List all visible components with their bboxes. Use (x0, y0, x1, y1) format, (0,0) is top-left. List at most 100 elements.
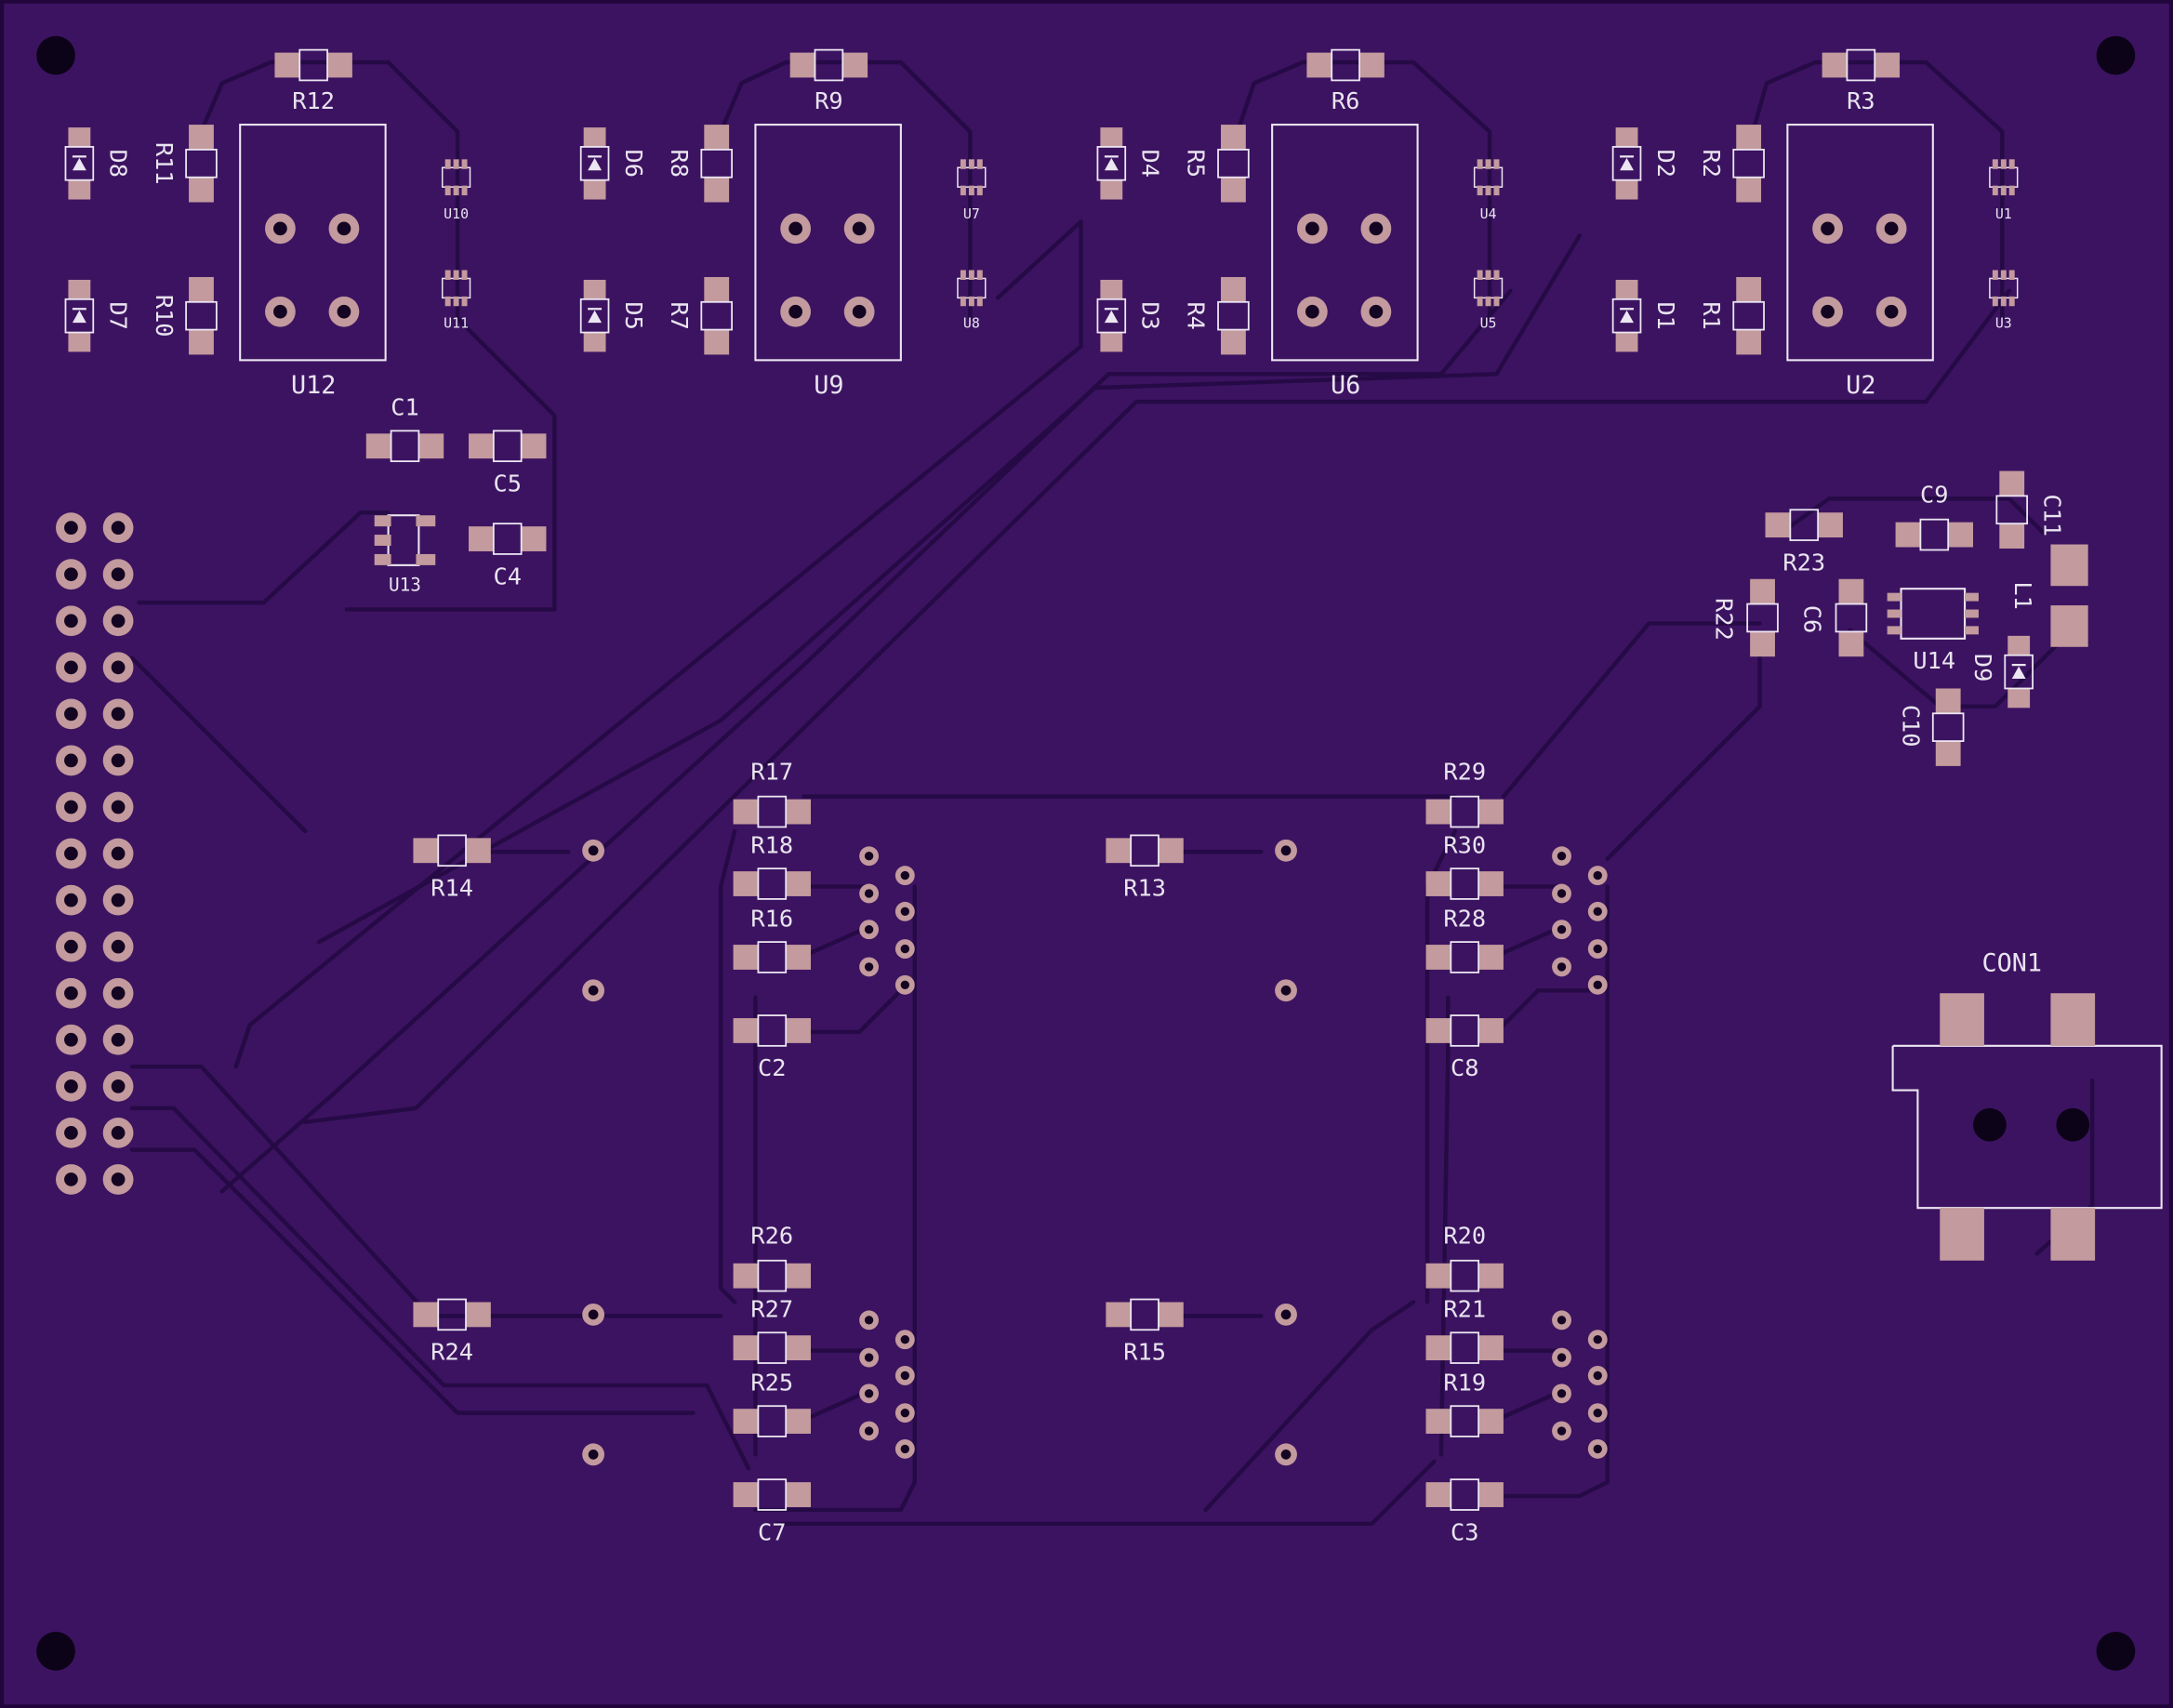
diode-d8 (64, 127, 95, 200)
resistor-r4 (1217, 276, 1250, 355)
ic-u10 (441, 159, 471, 196)
ic-u14 (1887, 592, 1979, 635)
capacitor-c7 (733, 1478, 812, 1511)
resistor-r20 (1425, 1259, 1504, 1292)
label-d1: D1 (1652, 301, 1680, 329)
resistor-r8 (700, 125, 733, 203)
diode-d1 (1611, 279, 1642, 352)
label-u2: U2 (1846, 371, 1875, 400)
label-r22: R22 (1710, 598, 1738, 641)
label-u9: U9 (814, 371, 843, 400)
diode-d7 (64, 279, 95, 352)
diode-d5 (579, 279, 610, 352)
label-d5: D5 (620, 301, 648, 329)
label-u10: U10 (444, 205, 469, 222)
ic-u7 (957, 159, 987, 196)
diode-d9 (2004, 635, 2034, 708)
label-r7: R7 (666, 301, 694, 329)
label-r4: R4 (1183, 301, 1211, 329)
label-r6: R6 (1332, 86, 1359, 114)
connector-con1 (1940, 993, 2096, 1261)
capacitor-c6 (1835, 578, 1868, 657)
label-u11: U11 (444, 315, 469, 332)
label-r12: R12 (292, 86, 335, 114)
label-u5: U5 (1480, 315, 1497, 332)
label-r17: R17 (750, 757, 793, 785)
resistor-r6 (1306, 48, 1385, 82)
resistor-r16 (733, 941, 812, 973)
capacitor-c5 (469, 430, 547, 463)
label-con1: CON1 (1981, 948, 2042, 977)
ic-u1 (1989, 159, 2019, 196)
resistor-r14 (413, 834, 491, 867)
label-r19: R19 (1443, 1368, 1486, 1396)
capacitor-c1 (365, 430, 444, 463)
label-r10: R10 (151, 295, 179, 338)
ic-u3 (1989, 270, 2019, 307)
label-c3: C3 (1451, 1517, 1478, 1545)
copper-traces (129, 60, 2095, 1527)
label-r15: R15 (1123, 1338, 1166, 1366)
ic-u13 (374, 515, 436, 565)
resistor-r15 (1106, 1298, 1184, 1331)
inductor-l1 (2050, 544, 2088, 647)
label-l1: L1 (2009, 581, 2037, 609)
ic-u5 (1473, 270, 1504, 307)
label-u8: U8 (963, 315, 980, 332)
resistor-r28 (1425, 941, 1504, 973)
resistor-r9 (789, 48, 868, 82)
label-c10: C10 (1897, 705, 1925, 748)
resistor-r1 (1732, 276, 1765, 355)
label-r25: R25 (750, 1368, 793, 1396)
resistor-r18 (733, 867, 812, 900)
label-r9: R9 (815, 86, 842, 114)
ic-u4 (1473, 159, 1504, 196)
label-r3: R3 (1847, 86, 1875, 114)
resistor-r7 (700, 276, 733, 355)
resistor-r12 (274, 48, 352, 82)
label-d8: D8 (105, 150, 133, 178)
capacitor-c8 (1425, 1014, 1504, 1047)
resistor-r21 (1425, 1331, 1504, 1364)
label-r8: R8 (666, 150, 694, 178)
capacitor-c9 (1895, 518, 1974, 551)
label-r11: R11 (151, 142, 179, 185)
label-r2: R2 (1698, 150, 1726, 178)
ic-u8 (957, 270, 987, 307)
resistor-r13 (1106, 834, 1184, 867)
label-r23: R23 (1782, 548, 1825, 576)
label-r13: R13 (1123, 873, 1166, 901)
resistor-r29 (1425, 795, 1504, 828)
component-pads (64, 48, 2096, 1511)
label-u6: U6 (1331, 371, 1360, 400)
label-u14: U14 (1913, 646, 1955, 674)
label-d3: D3 (1137, 301, 1165, 329)
resistor-r19 (1425, 1405, 1504, 1437)
capacitor-c3 (1425, 1478, 1504, 1511)
resistor-r30 (1425, 867, 1504, 900)
resistor-r25 (733, 1405, 812, 1437)
mounting-hole (36, 35, 75, 75)
label-c7: C7 (758, 1517, 786, 1545)
label-r26: R26 (750, 1221, 793, 1249)
resistor-r5 (1217, 125, 1250, 203)
label-r28: R28 (1443, 904, 1486, 932)
resistor-r2 (1732, 125, 1765, 203)
label-d2: D2 (1652, 150, 1680, 178)
resistor-r27 (733, 1331, 812, 1364)
label-c9: C9 (1920, 480, 1948, 508)
label-c5: C5 (493, 469, 521, 497)
label-c8: C8 (1451, 1053, 1478, 1081)
capacitor-c11 (1995, 470, 2029, 549)
resistor-r23 (1765, 509, 1843, 541)
label-r21: R21 (1443, 1294, 1486, 1322)
label-c11: C11 (2038, 494, 2066, 536)
label-u12: U12 (291, 371, 336, 400)
label-c6: C6 (1799, 605, 1827, 633)
label-r30: R30 (1443, 830, 1486, 858)
label-c2: C2 (758, 1053, 786, 1081)
resistor-r26 (733, 1259, 812, 1292)
diode-d4 (1096, 127, 1127, 200)
